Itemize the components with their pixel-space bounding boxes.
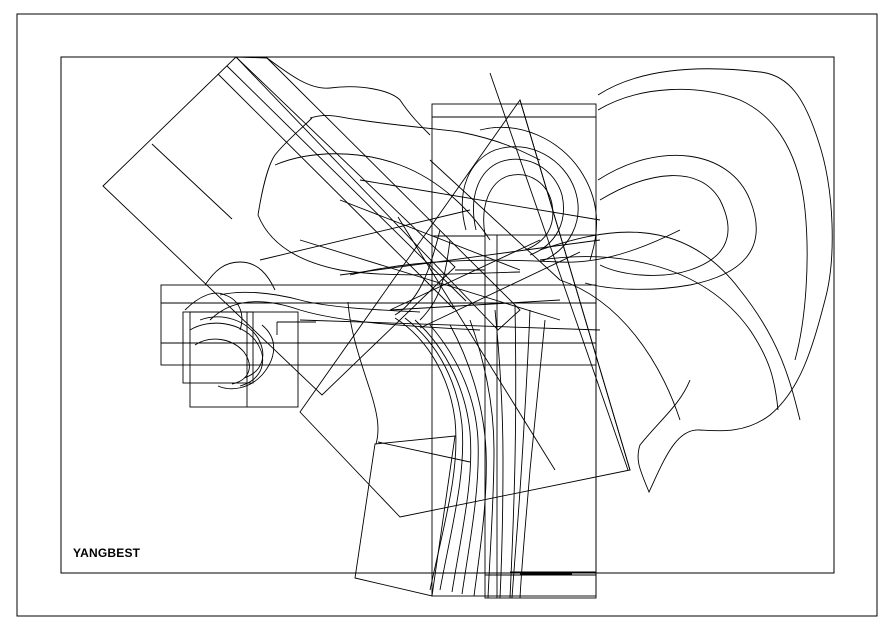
- left-curve-g: [209, 301, 481, 331]
- curved-piece-g: [559, 279, 681, 421]
- curved-piece-c: [599, 175, 729, 276]
- sleeve-line: [509, 304, 517, 599]
- panel-line: [397, 216, 556, 471]
- swirl-c: [483, 174, 554, 251]
- curved-piece-m: [347, 301, 379, 445]
- ray: [339, 239, 601, 276]
- rotated-panel-a: [102, 56, 456, 396]
- horizontal-panel-b: [182, 311, 254, 384]
- curved-piece-a: [597, 68, 833, 494]
- curved-piece-i: [309, 115, 541, 161]
- left-curve-f: [219, 291, 421, 313]
- rotated-panel-b: [234, 56, 521, 331]
- watermark-label: YANGBEST: [73, 546, 141, 560]
- outer-border: [16, 13, 878, 617]
- ray: [259, 209, 471, 261]
- sleeve-line: [449, 324, 487, 597]
- sleeve-line: [429, 324, 479, 595]
- panel-line: [226, 65, 467, 302]
- horizontal-panel-a: [160, 284, 597, 366]
- ray: [299, 319, 601, 331]
- rotated-panel-c: [299, 98, 631, 518]
- curved-piece-e: [539, 231, 801, 421]
- left-curve-d: [184, 292, 243, 331]
- vertical-panel-b: [484, 234, 597, 599]
- swirl-g: [349, 229, 681, 276]
- ray: [299, 239, 561, 321]
- left-curve-e: [204, 261, 276, 291]
- sleeve-line: [494, 309, 504, 599]
- curved-piece-j: [274, 153, 491, 241]
- swirl-e: [419, 239, 451, 321]
- panel-line: [151, 143, 233, 220]
- ray: [339, 199, 521, 271]
- curved-piece-l: [257, 214, 521, 276]
- curved-piece-k: [257, 117, 313, 216]
- ray: [419, 251, 581, 329]
- ray: [429, 159, 561, 281]
- lower-panel: [354, 435, 456, 597]
- panel-line: [377, 441, 471, 463]
- swirl-a: [462, 146, 579, 263]
- sleeve-line: [469, 319, 495, 599]
- panel-line: [489, 72, 629, 471]
- ray: [389, 239, 541, 311]
- left-curve-b: [199, 316, 264, 379]
- swirl-f: [479, 126, 598, 261]
- sleeve-line: [511, 309, 531, 599]
- ray: [359, 179, 601, 221]
- panel-line: [217, 73, 455, 310]
- curved-piece-b: [597, 88, 808, 361]
- sleeve-line: [394, 317, 457, 591]
- vertical-panel-a: [431, 103, 597, 597]
- horizontal-panel-c: [189, 311, 299, 408]
- left-curve-h: [217, 324, 275, 390]
- sleeve-line: [519, 319, 546, 599]
- left-curve-c: [194, 338, 250, 385]
- left-curve-a: [189, 322, 264, 387]
- sleeve-line: [414, 319, 472, 593]
- inner-frame: [60, 56, 835, 574]
- swirl-b: [473, 158, 564, 256]
- curved-piece-f: [539, 256, 779, 411]
- sleeve-line: [404, 317, 464, 591]
- curved-piece-d: [584, 154, 757, 290]
- ray: [389, 299, 561, 311]
- pattern-overlay: [102, 56, 833, 599]
- curved-piece-h: [266, 57, 431, 136]
